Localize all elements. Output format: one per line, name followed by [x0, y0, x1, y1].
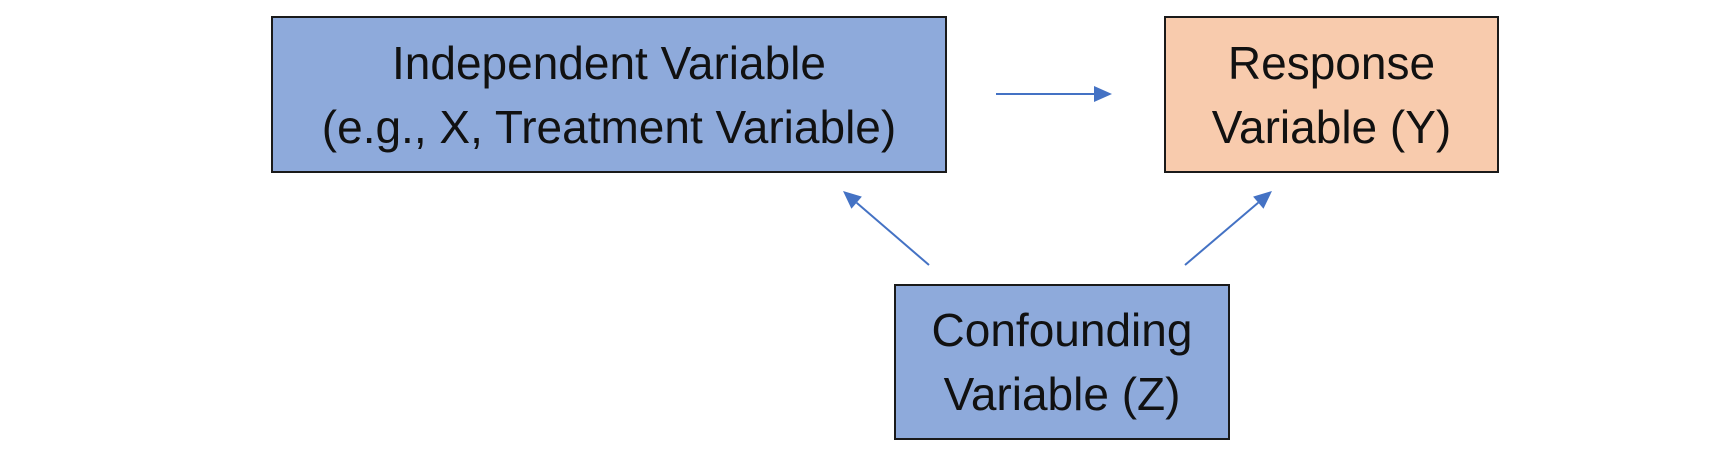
arrow-confounding-to-response [1184, 201, 1259, 266]
response-variable-node: Response Variable (Y) [1164, 16, 1499, 173]
arrowhead-confounding-to-response [1253, 191, 1272, 209]
arrowhead-confounding-to-independent [843, 191, 862, 209]
independent-variable-label-line2: (e.g., X, Treatment Variable) [321, 100, 897, 153]
confounding-variable-node: Confounding Variable (Z) [894, 284, 1230, 440]
response-variable-label-line2: Variable (Y) [1211, 100, 1452, 153]
confounding-variable-label-line1: Confounding [931, 304, 1193, 356]
confounding-variable-label-line2: Variable (Z) [943, 368, 1181, 420]
independent-variable-label-line1: Independent Variable [392, 36, 826, 89]
arrowhead-independent-to-response [1094, 86, 1112, 102]
response-variable-label-line1: Response [1227, 36, 1436, 89]
arrow-confounding-to-independent [855, 201, 930, 266]
independent-variable-node: Independent Variable (e.g., X, Treatment… [271, 16, 947, 173]
